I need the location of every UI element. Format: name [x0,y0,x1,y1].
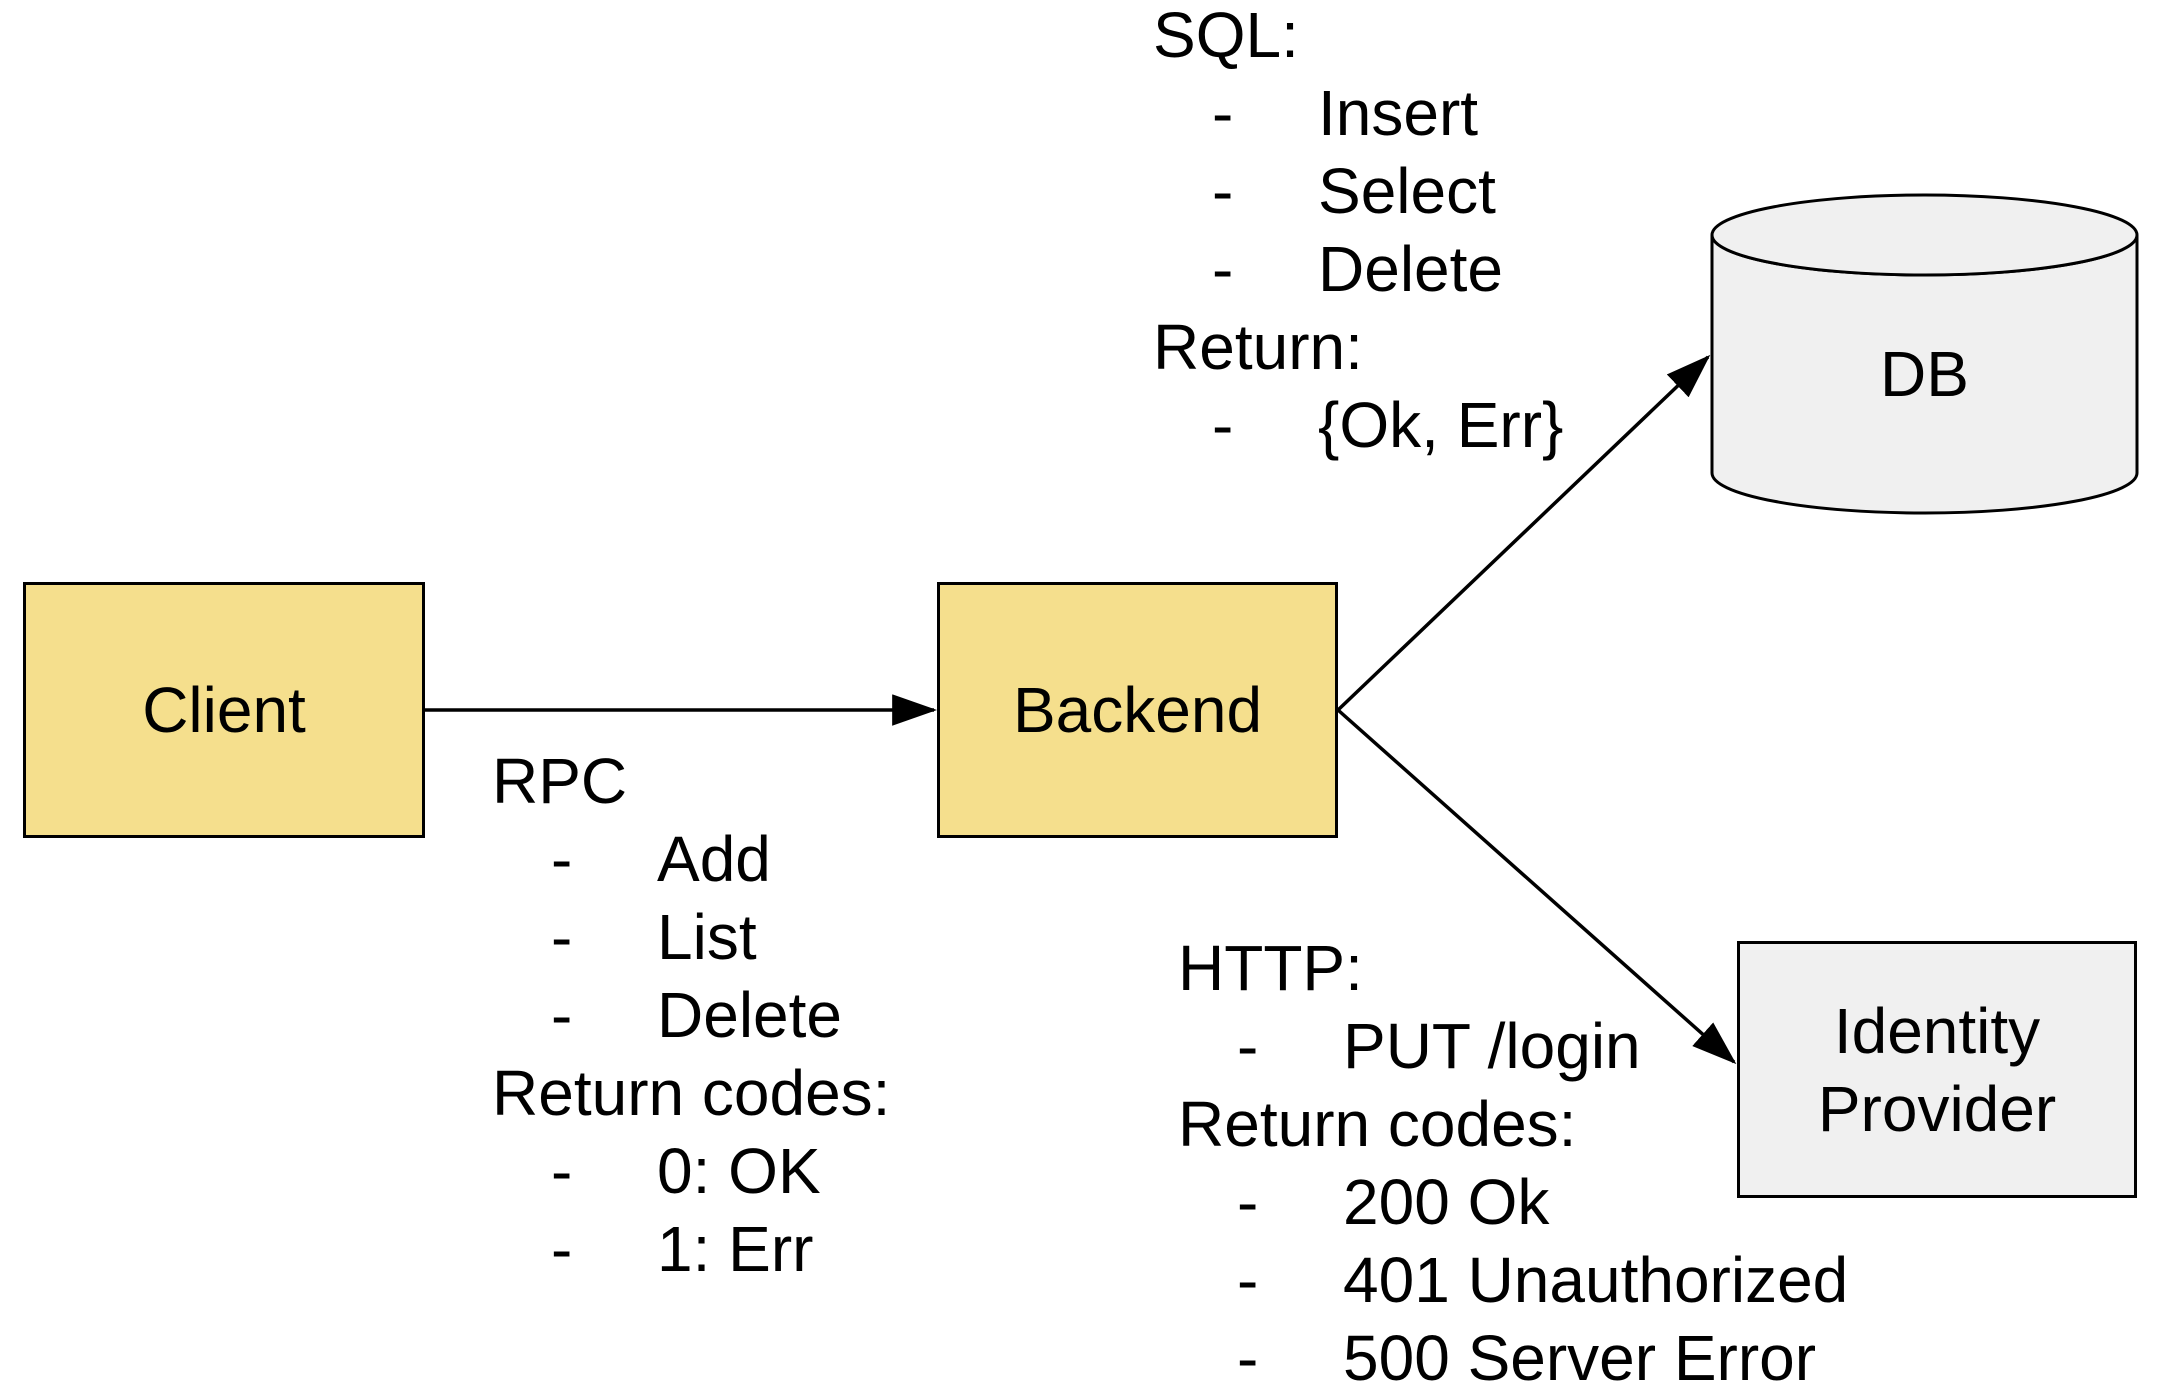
db-cylinder-top [1710,193,2139,277]
bullet-dash: - [1212,155,1234,227]
list-item: - Add [492,820,890,898]
bullet-dash: - [551,823,573,895]
backend-to-idp-arrow [1336,708,1737,1065]
list-item: - 1: Err [492,1210,890,1288]
bullet-dash: - [551,1213,573,1285]
identity-provider-label-line2: Provider [1817,1072,2057,1145]
db-cylinder [1710,193,2139,515]
db-node-label: DB [1880,338,1969,410]
http-return-item: 200 Ok [1343,1166,1550,1238]
sql-edge-label: SQL: - Insert - Select - Delete Return: … [1153,0,1563,464]
http-edge-label: HTTP: - PUT /login Return codes: - 200 O… [1178,929,1848,1397]
sql-item: Delete [1318,233,1503,305]
sql-return-item: {Ok, Err} [1318,389,1564,461]
http-return-item: 401 Unauthorized [1343,1244,1849,1316]
list-item: - 0: OK [492,1132,890,1210]
list-item: - Insert [1153,74,1478,152]
bullet-dash: - [1237,1244,1259,1316]
backend-node-label: Backend [1012,674,1263,746]
bullet-dash: - [1237,1166,1259,1238]
rpc-item: Delete [657,979,842,1051]
list-item: - Delete [1153,230,1503,308]
bullet-dash: - [1237,1010,1259,1082]
rpc-item: List [657,901,757,973]
list-item: - Delete [492,976,890,1054]
rpc-return-item: 0: OK [657,1135,821,1207]
list-item: - PUT /login [1178,1007,1641,1085]
http-subtitle: Return codes: [1178,1088,1577,1160]
sql-item: Select [1318,155,1496,227]
list-item: - Select [1153,152,1496,230]
sql-subtitle: Return: [1153,311,1363,383]
rpc-edge-label: RPC - Add - List - Delete Return codes: … [492,742,890,1288]
http-return-item: 500 Server Error [1343,1322,1817,1394]
bullet-dash: - [1212,233,1234,305]
sql-title: SQL: [1153,0,1299,71]
backend-to-db-arrow [1336,354,1711,712]
rpc-title: RPC [492,745,628,817]
sql-item: Insert [1318,77,1479,149]
db-node-label-wrap: DB [1712,235,2137,513]
client-node: Client [23,582,425,838]
identity-provider-label-line1: Identity [1833,994,2041,1067]
rpc-item: Add [657,823,771,895]
list-item: - {Ok, Err} [1153,386,1563,464]
list-item: - List [492,898,890,976]
bullet-dash: - [551,1135,573,1207]
rpc-subtitle: Return codes: [492,1057,891,1129]
bullet-dash: - [1212,77,1234,149]
bullet-dash: - [1237,1322,1259,1394]
list-item: - 500 Server Error [1178,1319,1816,1397]
list-item: - 401 Unauthorized [1178,1241,1848,1319]
bullet-dash: - [1212,389,1234,461]
bullet-dash: - [551,901,573,973]
identity-provider-node: Identity Provider [1737,941,2137,1198]
identity-provider-node-label: Identity Provider [1818,992,2056,1148]
list-item: - 200 Ok [1178,1163,1576,1241]
backend-node: Backend [937,582,1338,838]
http-title: HTTP: [1178,932,1363,1004]
bullet-dash: - [551,979,573,1051]
client-node-label: Client [142,674,306,746]
http-item: PUT /login [1343,1010,1641,1082]
rpc-return-item: 1: Err [657,1213,814,1285]
